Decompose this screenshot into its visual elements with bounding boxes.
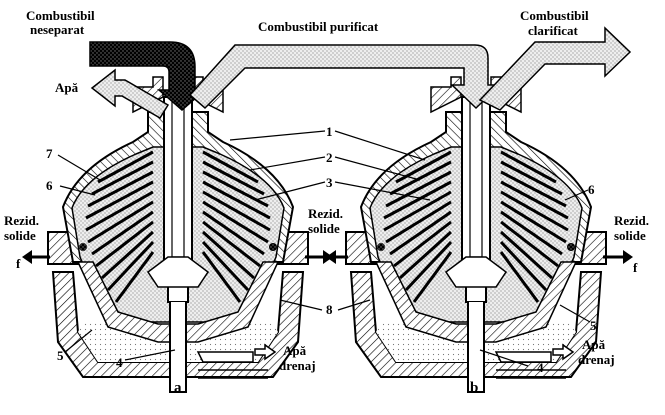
separator-a (47, 76, 309, 393)
caption-b: b (470, 380, 478, 396)
drain-a-label-2: drenaj (279, 358, 316, 373)
f-right-label: f (633, 260, 638, 275)
callout-8: 8 (326, 302, 333, 317)
callout-6a: 6 (46, 178, 53, 193)
purified-fuel-label: Combustibil purificat (258, 19, 379, 34)
callout-4a: 4 (116, 355, 123, 370)
drain-arrow-b (552, 343, 575, 361)
callout-6b: 6 (588, 182, 595, 197)
residue-b-label-1: Rezid. (614, 213, 649, 228)
callout-1: 1 (326, 124, 333, 139)
unseparated-fuel-label-1: Combustibil (26, 8, 95, 23)
drain-a-label-1: Apă (283, 343, 307, 358)
callout-2: 2 (326, 150, 333, 165)
callout-5b: 5 (590, 318, 597, 333)
residue-left-a-label-1: Rezid. (4, 213, 39, 228)
residue-arrow-left-a (22, 250, 50, 264)
residue-right-a-label-1: Rezid. (308, 206, 343, 221)
water-out-label: Apă (55, 80, 79, 95)
caption-a: a (174, 380, 182, 396)
water-out-arrow (90, 68, 170, 120)
callout-4b: 4 (537, 360, 544, 375)
callout-5a: 5 (57, 348, 64, 363)
clarified-fuel-arrow (478, 26, 632, 111)
residue-arrow-right-b (603, 250, 633, 264)
residue-arrow-left-b (326, 250, 348, 264)
residue-left-a-label-2: solide (4, 228, 36, 243)
callout-3: 3 (326, 175, 333, 190)
drain-arrow-a (254, 343, 277, 361)
unseparated-fuel-label-2: neseparat (30, 22, 85, 37)
clarified-fuel-label-1: Combustibil (520, 8, 589, 23)
leader-lines (57, 130, 591, 367)
residue-b-label-2: solide (614, 228, 646, 243)
clarified-fuel-label-2: clarificat (528, 23, 578, 38)
residue-right-a-label-2: solide (308, 221, 340, 236)
f-left-label: f (16, 256, 21, 271)
purified-fuel-arrow (188, 44, 502, 110)
callout-7: 7 (46, 146, 53, 161)
unseparated-fuel-arrow (89, 41, 208, 111)
separator-b (345, 76, 607, 393)
drain-b-label-2: drenaj (578, 352, 615, 367)
drain-b-label-1: Apă (582, 337, 606, 352)
